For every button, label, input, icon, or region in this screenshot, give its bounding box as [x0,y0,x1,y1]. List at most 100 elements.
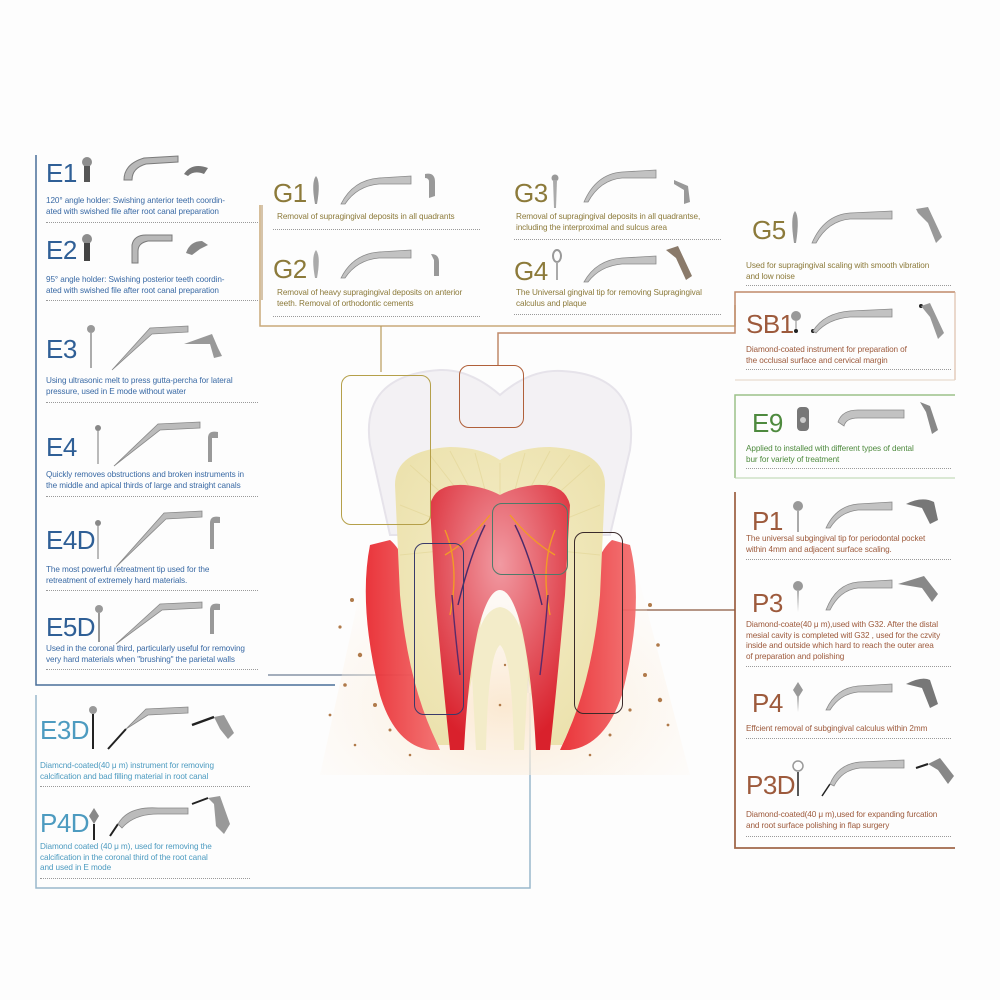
tip-wrench-view-icon [904,496,942,526]
tip-code: SB1 [746,309,794,339]
tip-wrench-view-icon [204,428,220,462]
tip-description: Used in the coronal third, particularly … [46,644,245,664]
tip-side-view-icon [820,756,906,798]
tip-code: G3 [514,178,548,208]
tip-wrench-view-icon [904,676,942,712]
tip-code: G1 [273,178,307,208]
highlight-box-pulp-chamber [492,503,568,575]
tip-description: Effcient removal of subgingival calculus… [746,724,928,733]
dotted-separator [273,229,480,230]
tip-description: Using ultrasonic melt to press gutta-per… [46,376,233,396]
dotted-separator [46,402,258,403]
tip-front-view-icon [550,174,560,208]
tip-side-view-icon [810,207,894,245]
tip-wrench-view-icon [182,330,226,360]
tip-code: E2 [46,235,77,265]
tip-side-view-icon [106,701,190,751]
highlight-box-periodontal-pocket [574,532,623,714]
tip-side-view-icon [582,166,658,204]
dotted-separator [40,786,250,787]
tip-code: P4D [40,808,90,838]
tip-description: Quickly removes obstructions and broken … [46,470,245,490]
tip-description: Used for supragingival scaling with smoo… [746,261,930,281]
tip-front-view-icon [552,249,562,280]
tip-description: The Universal gingival tip for removing … [516,288,702,308]
tip-side-view-icon [339,246,413,280]
tip-wrench-view-icon [664,244,694,282]
tip-front-view-icon [792,500,804,532]
tip-side-view-icon [112,416,202,468]
dotted-separator [746,285,951,286]
tip-code: E1 [46,158,77,188]
tip-description: Removal of supragingival deposits in all… [277,212,455,221]
dotted-separator [746,836,951,837]
tip-code: E3 [46,334,77,364]
tip-front-view-icon [792,760,804,796]
tip-wrench-view-icon [896,574,942,604]
tip-front-view-icon [86,324,96,368]
tip-side-view-icon [110,320,190,372]
tip-front-view-icon [792,580,804,612]
tip-front-view-icon [796,406,810,432]
dotted-separator [746,738,951,739]
dotted-separator [273,316,480,317]
tip-wrench-view-icon [672,176,694,206]
tip-code: E5D [46,612,96,642]
tip-description: Diamcnd-coated(40 μ m) instrument for re… [40,761,214,781]
tip-side-view-icon [120,152,182,182]
tip-wrench-view-icon [182,160,210,178]
dotted-separator [746,369,951,370]
tip-description: 95° angle holder: Swishing posterior tee… [46,275,225,295]
dotted-separator [746,559,951,560]
tip-description: The most powerful retreatment tip used f… [46,565,210,585]
dotted-separator [46,222,258,223]
dotted-separator [746,666,951,667]
tip-code: P1 [752,506,783,536]
tip-code: G5 [752,215,786,245]
tip-description: Diamond-coate(40 μ m),used with G32. Aft… [746,620,941,661]
tip-wrench-view-icon [206,600,222,634]
tip-code: E9 [752,408,783,438]
tip-wrench-view-icon [190,794,238,838]
tip-side-view-icon [114,596,204,646]
tip-front-view-icon [80,156,94,184]
tip-code: E4D [46,525,96,555]
dotted-separator [40,878,250,879]
tip-front-view-icon [792,682,804,712]
dotted-separator [46,590,258,591]
dotted-separator [514,314,721,315]
tip-front-view-icon [94,604,104,642]
tip-description: Removal of heavy supragingival deposits … [277,288,463,308]
tip-wrench-view-icon [914,756,958,786]
tip-side-view-icon [824,576,894,612]
tip-description: The universal subgingival tip for period… [746,534,926,554]
tip-front-view-icon [80,233,94,263]
tip-side-view-icon [582,252,658,284]
tip-side-view-icon [126,231,176,265]
tip-side-view-icon [836,404,906,428]
tip-side-view-icon [339,172,413,206]
tip-code: E4 [46,432,77,462]
tip-side-view-icon [824,498,894,530]
tip-wrench-view-icon [916,400,944,436]
dotted-separator [46,669,258,670]
tip-code: G4 [514,256,548,286]
tip-front-view-icon [790,211,800,243]
tip-code: P4 [752,688,783,718]
tip-wrench-view-icon [206,513,222,549]
tip-description: Diamond-coated instrument for preparatio… [746,345,907,365]
tip-wrench-view-icon [190,711,238,741]
dotted-separator [46,300,258,301]
tip-description: Diamond-coated(40 μ m),used for expandin… [746,810,938,830]
tip-front-view-icon [94,424,102,464]
tip-front-view-icon [311,250,321,278]
tip-front-view-icon [88,705,98,749]
tip-wrench-view-icon [423,170,439,200]
dotted-separator [46,496,258,497]
tip-side-view-icon [810,305,894,335]
tip-side-view-icon [108,802,190,838]
highlight-box-root-canal [414,543,464,715]
tooth-cross-section-illustration [300,355,700,775]
tip-description: 120° angle holder: Swishing anterior tee… [46,196,225,216]
tip-code: G2 [273,254,307,284]
